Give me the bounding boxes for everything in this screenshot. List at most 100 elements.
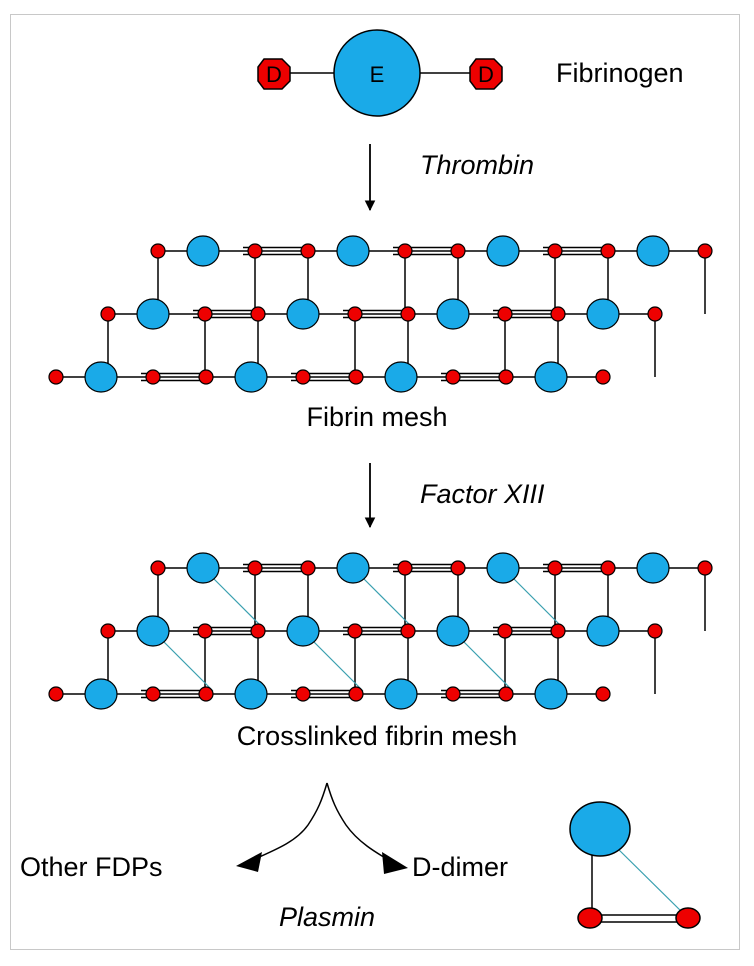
e-domain-node xyxy=(286,298,320,330)
d-domain-node xyxy=(497,623,513,639)
d-domain-node xyxy=(697,243,713,259)
plasmin-label: Plasmin xyxy=(279,902,375,932)
e-domain-node xyxy=(586,298,620,330)
d-dimer-d-domain-left xyxy=(577,907,603,929)
d-domain-node xyxy=(547,560,563,576)
d-domain-node xyxy=(100,623,116,639)
e-domain-node xyxy=(534,678,568,710)
d-dimer-crosslink xyxy=(612,843,687,917)
e-domain-node xyxy=(336,235,370,267)
e-domain-node xyxy=(136,615,170,647)
e-domain-node xyxy=(436,615,470,647)
d-domain-left-label: D xyxy=(266,62,282,87)
d-domain-node xyxy=(595,369,611,385)
e-domain xyxy=(333,29,421,117)
fibrin-mesh-label: Fibrin mesh xyxy=(306,402,447,432)
e-domain-node xyxy=(636,552,670,584)
d-domain-node xyxy=(250,623,266,639)
d-domain-node xyxy=(647,306,663,322)
plasmin-arrowhead-left xyxy=(236,852,262,872)
mesh-crosslink xyxy=(160,638,214,692)
mesh-crosslink xyxy=(510,575,564,629)
d-domain-left xyxy=(257,58,291,90)
crosslinked-fibrin-mesh xyxy=(48,552,713,710)
d-domain-node xyxy=(347,623,363,639)
e-domain-node xyxy=(234,678,268,710)
e-domain-node xyxy=(586,615,620,647)
d-domain-node xyxy=(445,686,461,702)
d-domain-node xyxy=(247,243,263,259)
d-domain-node xyxy=(397,243,413,259)
d-dimer-e-domain xyxy=(569,801,631,857)
e-domain-label: E xyxy=(370,62,385,87)
d-domain-node xyxy=(48,686,64,702)
d-dimer-d-domain-right xyxy=(675,907,701,929)
d-domain-node xyxy=(300,560,316,576)
d-domain-node xyxy=(550,306,566,322)
e-domain-node xyxy=(336,552,370,584)
fibrin-mesh xyxy=(48,235,713,393)
d-domain-node xyxy=(498,686,514,702)
mesh-crosslink xyxy=(210,575,264,629)
d-domain-node xyxy=(348,686,364,702)
d-domain-node xyxy=(600,560,616,576)
d-domain-node xyxy=(450,560,466,576)
d-domain-node xyxy=(600,243,616,259)
d-domain-node xyxy=(150,243,166,259)
e-domain-node xyxy=(384,361,418,393)
e-domain-node xyxy=(384,678,418,710)
e-domain-node xyxy=(84,678,118,710)
d-domain-node xyxy=(295,369,311,385)
d-domain-node xyxy=(197,623,213,639)
d-domain-node xyxy=(450,243,466,259)
mesh-nodes xyxy=(48,552,713,710)
d-domain-node xyxy=(300,243,316,259)
d-domain-node xyxy=(397,560,413,576)
crosslinked-mesh-label: Crosslinked fibrin mesh xyxy=(237,721,518,751)
d-domain-node xyxy=(198,369,214,385)
d-domain-node xyxy=(250,306,266,322)
e-domain-node xyxy=(636,235,670,267)
factor-xiii-label: Factor XIII xyxy=(420,479,545,509)
mesh-crosslink xyxy=(460,638,514,692)
d-domain-node xyxy=(547,243,563,259)
d-domain-node xyxy=(497,306,513,322)
d-domain-node xyxy=(498,369,514,385)
d-domain-node xyxy=(595,686,611,702)
d-domain-node xyxy=(347,306,363,322)
d-dimer-label: D-dimer xyxy=(412,852,508,882)
e-domain-node xyxy=(84,361,118,393)
d-domain-node xyxy=(647,623,663,639)
d-domain-node xyxy=(445,369,461,385)
thrombin-label: Thrombin xyxy=(420,150,534,180)
plasmin-arrow-right xyxy=(326,782,393,863)
e-domain-node xyxy=(486,552,520,584)
e-domain-node xyxy=(186,552,220,584)
d-domain-node xyxy=(550,623,566,639)
e-domain-node xyxy=(534,361,568,393)
d-domain-right xyxy=(469,58,503,90)
d-domain-node xyxy=(48,369,64,385)
d-domain-node xyxy=(400,306,416,322)
d-domain-node xyxy=(197,306,213,322)
e-domain-node xyxy=(136,298,170,330)
d-domain-node xyxy=(295,686,311,702)
d-dimer-molecule xyxy=(569,801,701,929)
e-domain-node xyxy=(186,235,220,267)
other-fdps-label: Other FDPs xyxy=(20,852,163,882)
d-domain-node xyxy=(348,369,364,385)
mesh-crosslink xyxy=(360,575,414,629)
fibrinogen-label: Fibrinogen xyxy=(556,58,684,88)
d-domain-node xyxy=(697,560,713,576)
d-domain-node xyxy=(400,623,416,639)
mesh-nodes xyxy=(48,235,713,393)
diagram-border xyxy=(10,14,740,950)
e-domain-node xyxy=(436,298,470,330)
e-domain-node xyxy=(486,235,520,267)
d-domain-node xyxy=(100,306,116,322)
d-domain-right-label: D xyxy=(478,62,494,87)
e-domain-node xyxy=(286,615,320,647)
d-domain-node xyxy=(247,560,263,576)
